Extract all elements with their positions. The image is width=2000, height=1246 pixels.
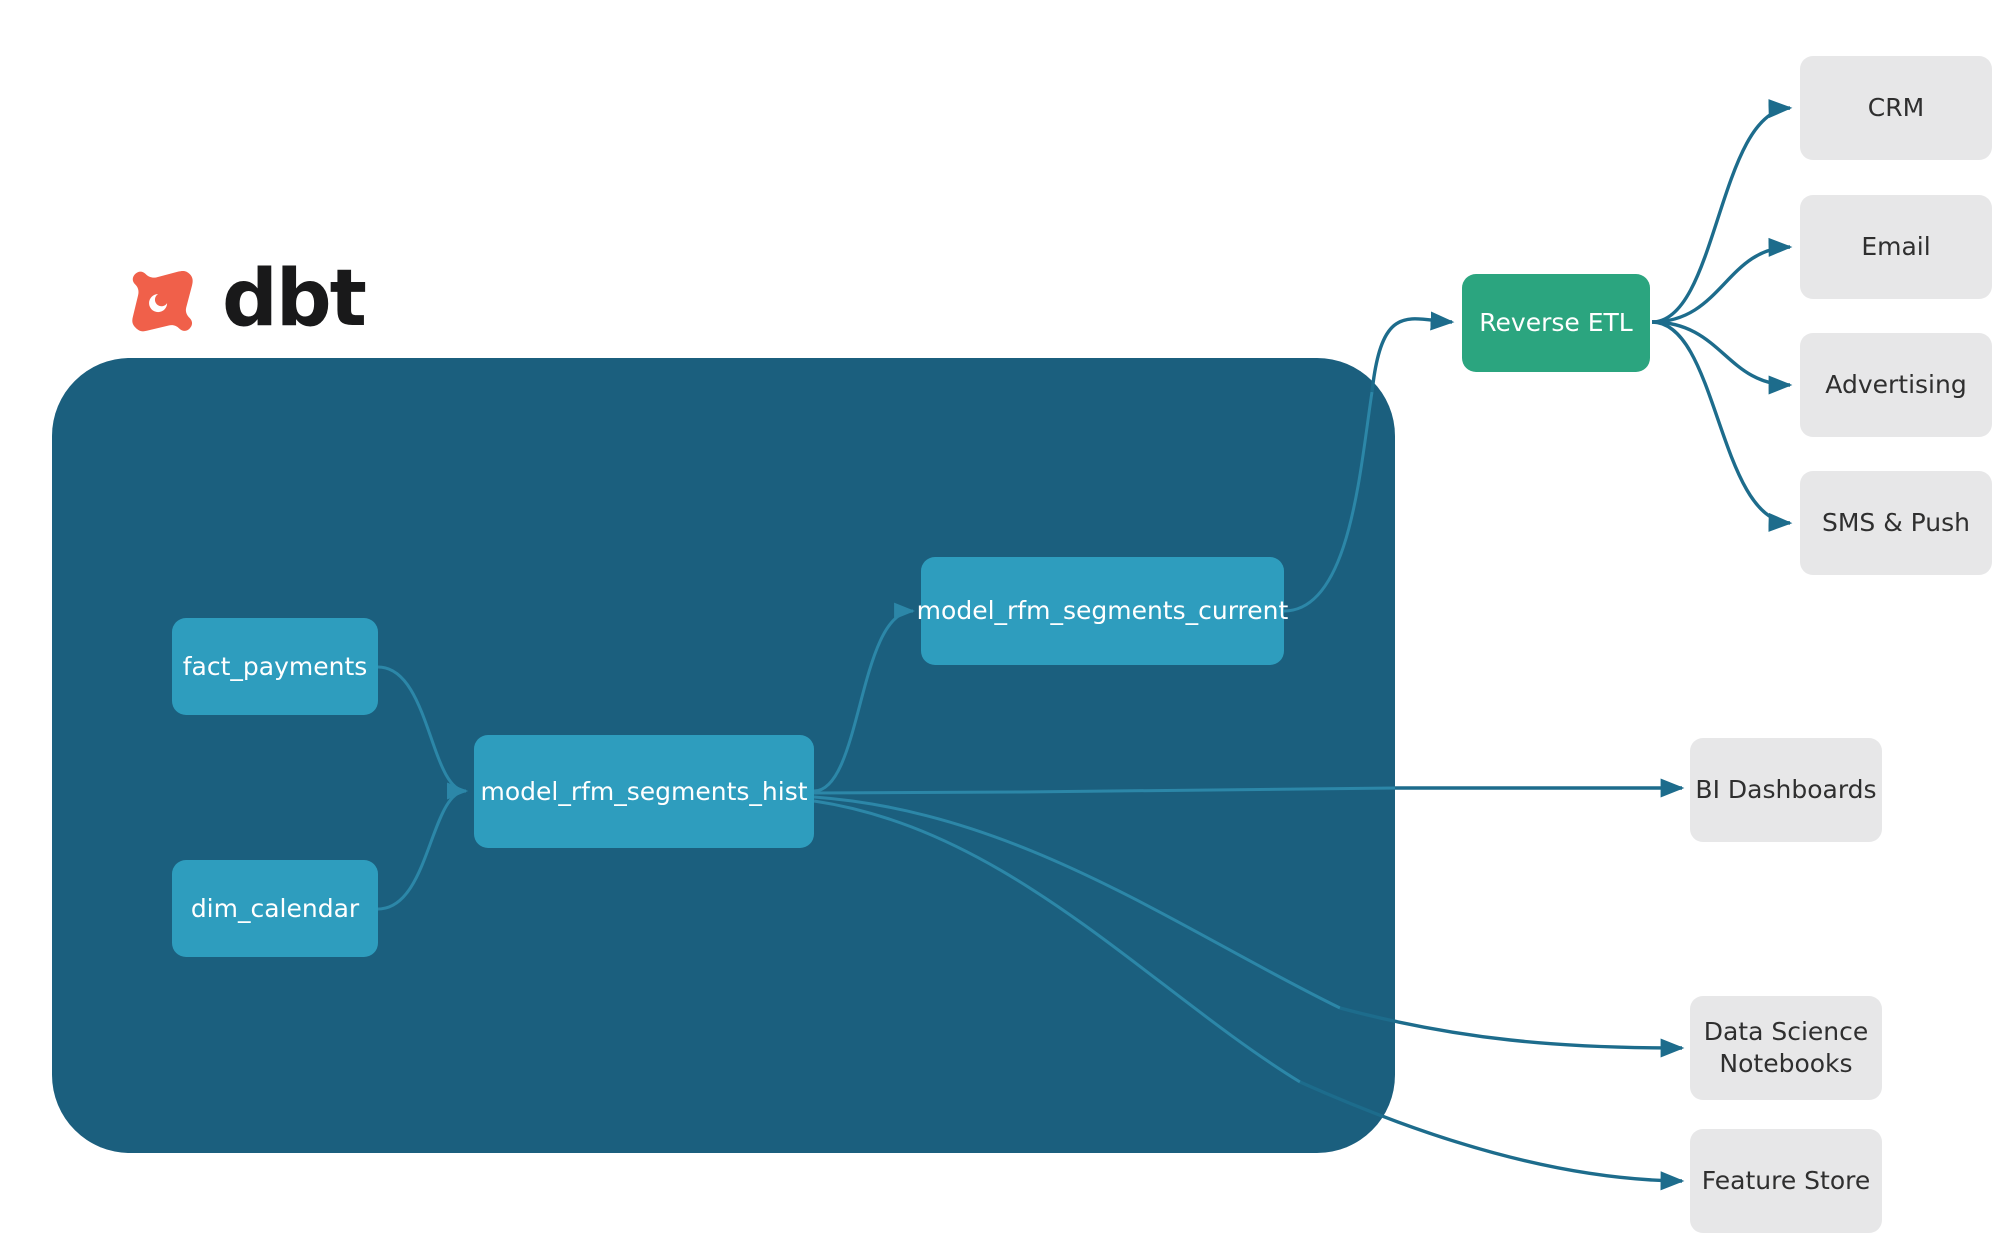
destination-node-label: CRM [1867, 93, 1925, 122]
model-node-label: dim_calendar [190, 893, 360, 923]
destination-node-label: Email [1861, 232, 1931, 261]
destination-node-label: BI Dashboards [1695, 775, 1877, 804]
edge-reverse-etl-to-crm [1651, 99, 1793, 324]
dbt-logo: dbt [122, 254, 367, 344]
destination-node-label: Data Science Notebooks [1704, 1016, 1869, 1080]
edge-reverse-etl-to-sms-push [1651, 320, 1793, 532]
model-node-fact-payments[interactable]: fact_payments [172, 618, 378, 715]
destination-node-advertising[interactable]: Advertising [1800, 333, 1992, 437]
destination-node-email[interactable]: Email [1800, 195, 1992, 299]
reverse-etl-node[interactable]: Reverse ETL [1462, 274, 1650, 372]
destination-node-crm[interactable]: CRM [1800, 56, 1992, 160]
model-node-label: model_rfm_segments_current [916, 596, 1289, 625]
model-node-label: model_rfm_segments_hist [480, 776, 808, 806]
edge-reverse-etl-to-email [1651, 237, 1793, 324]
model-node-dim-calendar[interactable]: dim_calendar [172, 860, 378, 957]
model-node-rfm-segments-hist[interactable]: model_rfm_segments_hist [474, 735, 814, 848]
reverse-etl-label: Reverse ETL [1479, 308, 1633, 337]
destination-node-data-science-notebooks[interactable]: Data Science Notebooks [1690, 996, 1882, 1100]
edge-rfm-current-to-reverse-etl [1370, 311, 1455, 393]
destination-node-feature-store[interactable]: Feature Store [1690, 1129, 1882, 1233]
destination-node-label: SMS & Push [1821, 508, 1971, 537]
destination-node-label: Advertising [1825, 370, 1967, 399]
model-node-rfm-segments-current[interactable]: model_rfm_segments_current [917, 557, 1288, 665]
dbt-wordmark: dbt [222, 254, 367, 344]
destination-node-label-line2: Notebooks [1719, 1049, 1853, 1078]
dbt-logo-icon [123, 260, 203, 340]
model-node-label: fact_payments [182, 651, 368, 681]
edge-reverse-etl-to-advertising [1651, 320, 1793, 395]
destination-node-bi-dashboards[interactable]: BI Dashboards [1690, 738, 1882, 842]
destination-node-label: Feature Store [1701, 1166, 1871, 1195]
destination-node-sms-push[interactable]: SMS & Push [1800, 471, 1992, 575]
destination-node-label-line1: Data Science [1703, 1017, 1869, 1046]
